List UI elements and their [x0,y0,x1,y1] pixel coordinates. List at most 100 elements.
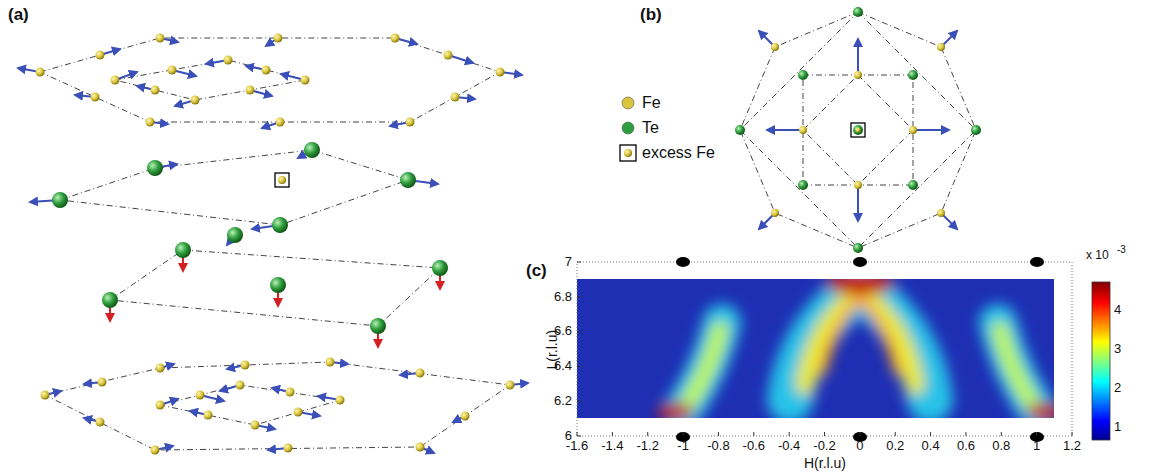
spin-arrow [439,275,441,289]
tick-label: 7 [565,255,572,269]
tick-label: -0.4 [778,439,800,453]
te-atom [175,242,191,258]
fe-atom [98,378,107,387]
tick [577,296,581,297]
tick [577,436,581,437]
tick [577,262,581,263]
tick-label: 6.2 [554,394,572,408]
tick [753,432,754,436]
tick [859,432,860,436]
te-atom [227,227,243,243]
excess-fe-box [275,173,289,187]
tick-label: 1 [1114,420,1121,434]
fe-atom [416,443,425,452]
fe-atom [111,76,120,85]
spin-arrow [109,307,111,321]
fe-atom [301,76,310,85]
fe-atom [91,93,100,102]
heatmap [577,257,1072,442]
tick-label: 3 [1114,342,1121,356]
panel-label: (b) [640,6,662,25]
spin-arrow [377,333,379,347]
te-atom [147,160,163,176]
fe-atom [294,408,303,417]
te-atom [853,7,863,17]
fe-atom [326,358,335,367]
fe-atom [276,118,285,127]
fe-atom [191,96,200,105]
fe-atom [854,181,862,189]
fe-atom [496,68,505,77]
legend-swatch [620,145,636,161]
fe-atom [151,86,160,95]
fe-atom [286,388,295,397]
tick [683,432,684,436]
fe-atom [336,396,345,405]
fe-atom [284,444,293,453]
fe-atom [274,34,283,43]
fe-atom [151,446,160,455]
legend-text: Fe [642,94,661,112]
tick-label: 0.8 [992,439,1010,453]
spin-arrow [182,257,184,271]
tick-label: 0.2 [886,439,904,453]
fe-atom [909,126,917,134]
tick-label: -0.6 [743,439,765,453]
fe-atom [96,418,105,427]
fe-atom [451,93,460,102]
panel-label: (a) [8,6,29,25]
fe-atom [937,43,945,51]
tick [647,432,648,436]
tick [930,432,931,436]
tick [824,432,825,436]
tick-label: 0.6 [957,439,975,453]
fe-atom [41,391,50,400]
te-atom [853,243,863,253]
te-atom [52,192,68,208]
tick-label: 2 [1114,381,1121,395]
spin-arrow [767,129,803,131]
tick [1001,432,1002,436]
tick [718,432,719,436]
tick [1036,432,1037,436]
legend-text: Te [642,119,659,137]
tick [789,432,790,436]
fe-atom [224,56,233,65]
tick [577,366,581,367]
te-atom [102,292,118,308]
fe-atom [241,361,250,370]
fe-atom [168,66,177,75]
excess-fe-box [851,123,865,137]
te-atom [735,125,745,135]
fe-atom [937,209,945,217]
tick-label: -1.2 [637,439,659,453]
fe-atom [36,68,45,77]
spin-arrow [857,185,859,221]
tick-label: 1.2 [1063,439,1081,453]
te-atom [798,70,808,80]
spin-arrow [857,39,859,75]
axis-ticks [577,262,1072,436]
te-atom [908,70,918,80]
legend-swatches [620,97,636,161]
tick-label: -1.4 [601,439,623,453]
legend-swatch [622,122,634,134]
fe-atom [406,118,415,127]
te-atom [272,217,288,233]
tick [612,432,613,436]
fe-atom [856,128,861,133]
tick-label: -3 [1117,244,1126,255]
spin-arrow [277,292,279,306]
fe-atom [156,401,165,410]
fe-atom [156,34,165,43]
tick [1072,432,1073,436]
fe-atom [444,51,453,60]
legend-swatch [622,97,634,109]
fe-atom [96,51,105,60]
axis-title: H(r.l.u) [804,456,846,471]
legend-text: excess Fe [642,144,715,162]
te-atom [400,172,416,188]
tick-label: -0.2 [813,439,835,453]
spin-arrow [913,129,949,131]
